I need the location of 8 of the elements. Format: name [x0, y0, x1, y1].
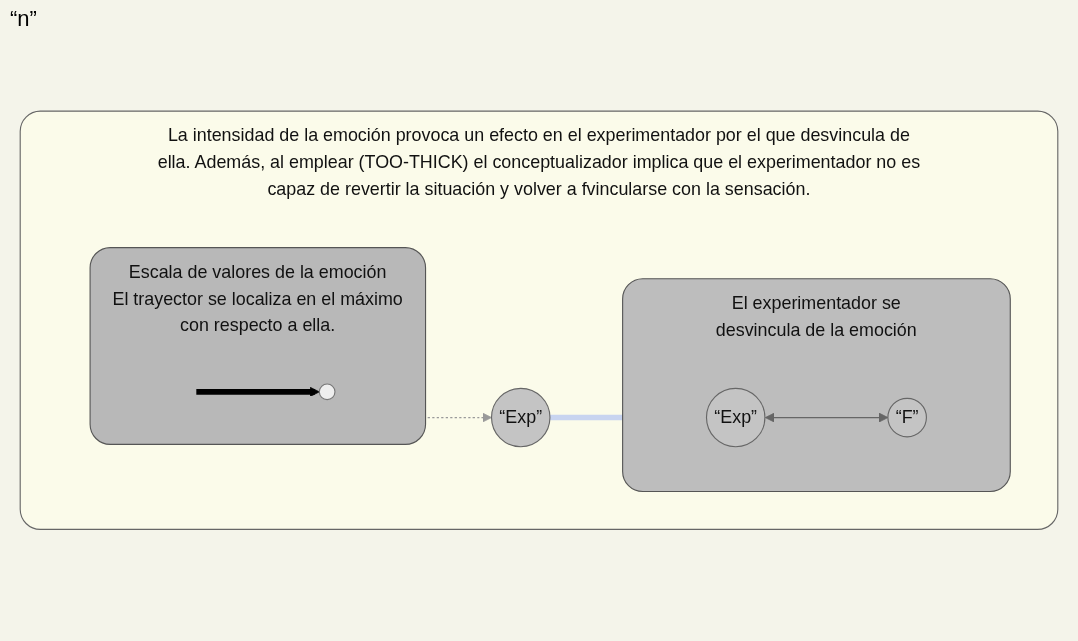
arrow — [196, 387, 320, 397]
node-circle: “Exp” — [490, 388, 551, 448]
cluster: Escala de valores de la emoción El trayector se localiza en el máximo con respecto a ella. — [89, 247, 427, 446]
axis-label: “n” — [10, 6, 37, 32]
node-circle: “F” — [887, 397, 927, 438]
node-circle: “Exp” — [705, 388, 766, 448]
arrow — [764, 412, 889, 423]
node-circle — [318, 383, 336, 401]
